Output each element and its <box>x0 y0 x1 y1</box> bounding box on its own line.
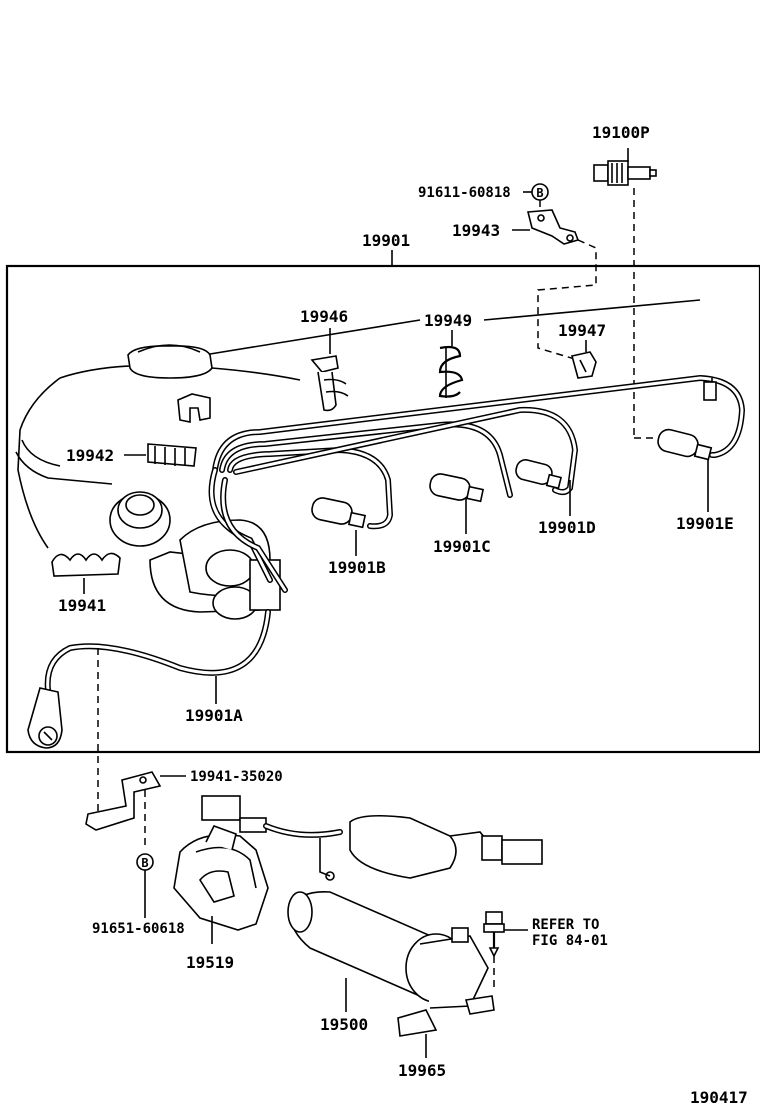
label-91651-60618: 91651-60618 <box>92 921 185 937</box>
plug-cap-19901C <box>429 473 485 503</box>
label-91611-60818: 91611-60818 <box>418 185 511 201</box>
dashed-bracket-to-19947 <box>537 239 597 361</box>
coil-bracket-19519 <box>173 825 269 931</box>
label-19942: 19942 <box>66 446 114 465</box>
noise-filter <box>319 814 457 881</box>
label-19901E: 19901E <box>676 514 734 533</box>
plug-cap-19901E <box>657 428 713 461</box>
ignition-coil-19500 <box>287 891 495 1037</box>
label-19943: 19943 <box>452 221 500 240</box>
label-19901C: 19901C <box>433 537 491 556</box>
harness-end-sleeve <box>703 381 717 401</box>
bolt-marker-b-bottom-text: B <box>141 856 148 870</box>
clamp-19942 <box>147 443 197 467</box>
body-clip <box>177 393 211 423</box>
label-19965: 19965 <box>398 1061 446 1080</box>
label-19901B: 19901B <box>328 558 386 577</box>
plug-cap-19901D <box>515 459 563 490</box>
label-19100P: 19100P <box>592 123 650 142</box>
label-refer-to: REFER TO <box>532 917 599 933</box>
spark-plug-19100P <box>593 160 657 186</box>
ignition-wire-harness <box>208 374 746 593</box>
label-19901: 19901 <box>362 231 410 250</box>
label-fig-84-01: FIG 84-01 <box>532 933 608 949</box>
plug-cap-19901A <box>27 687 63 749</box>
connector-right <box>481 835 543 865</box>
plug-cap-19901B <box>311 497 367 529</box>
label-19901A: 19901A <box>185 706 243 725</box>
clamp-19946 <box>310 355 349 412</box>
clamp-19941 <box>51 552 121 577</box>
label-19941: 19941 <box>58 596 106 615</box>
label-19901D: 19901D <box>538 518 596 537</box>
connector-left <box>201 795 267 833</box>
clamp-19949 <box>438 345 464 398</box>
clamp-19947 <box>571 351 597 379</box>
bracket-19941-35020 <box>85 771 162 831</box>
label-19946: 19946 <box>300 307 348 326</box>
label-19941-35020: 19941-35020 <box>190 769 283 785</box>
label-19949: 19949 <box>424 311 472 330</box>
label-19947: 19947 <box>558 321 606 340</box>
bracket-19943 <box>526 209 580 245</box>
label-19519: 19519 <box>186 953 234 972</box>
wire-19901A <box>44 609 271 693</box>
bolt-marker-b-top-text: B <box>536 186 543 200</box>
leader-19949 <box>209 299 701 355</box>
label-19500: 19500 <box>320 1015 368 1034</box>
ignition-coil-cap <box>15 344 301 549</box>
figure-id: 190417 <box>690 1088 748 1107</box>
terminal-bolt <box>483 911 505 958</box>
assembly-frame <box>5 264 760 754</box>
